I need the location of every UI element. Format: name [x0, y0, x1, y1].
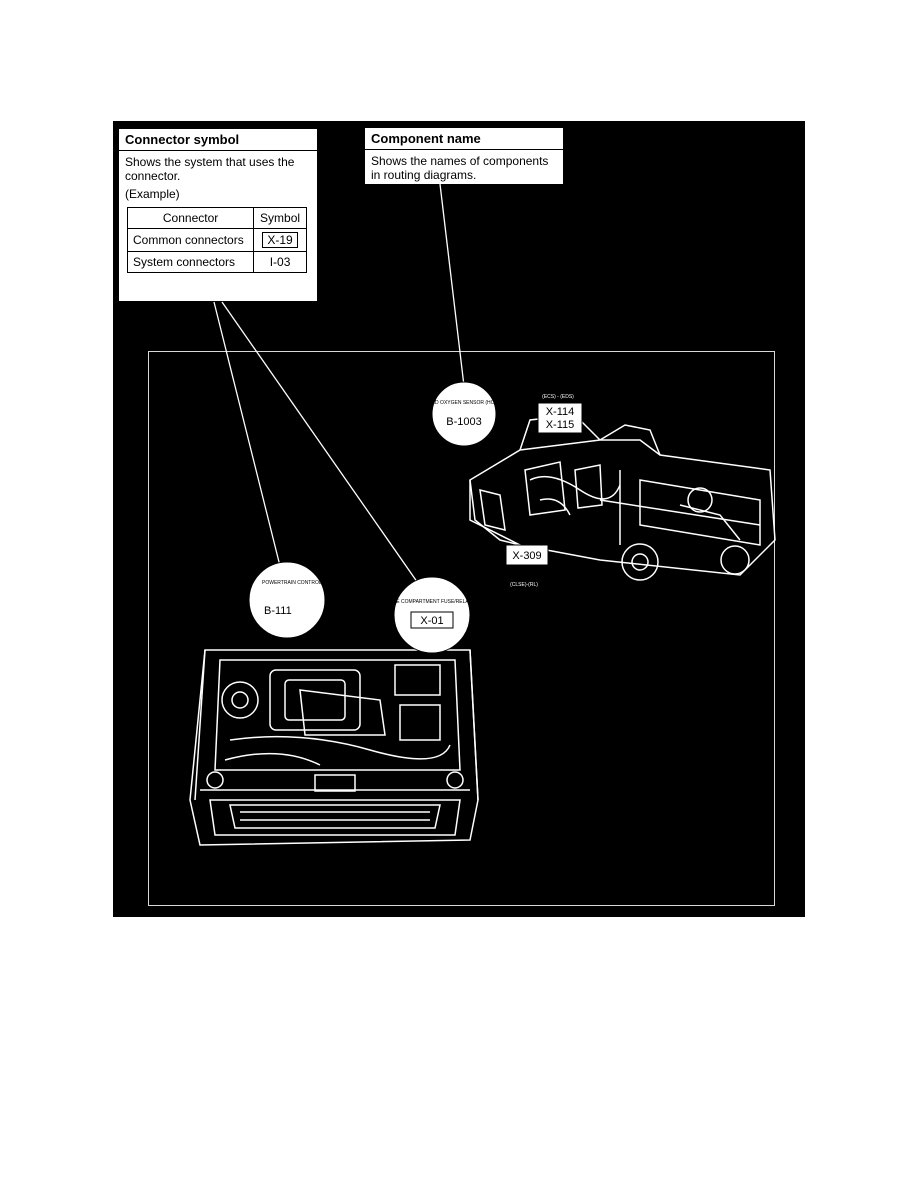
hego-name: HEATED OXYGEN SENSOR (HO2S) #2 [419, 400, 510, 406]
component-name-title: Component name [365, 128, 563, 150]
cab-connector-2: X-115 [546, 419, 575, 431]
pickup-truck-drawing [469, 414, 776, 581]
cab-connectors-box: X-114 X-115 [537, 402, 583, 434]
table-row: Common connectors X-19 [126, 228, 307, 252]
table-row: System connectors I-03 [126, 251, 307, 273]
connector-symbol-title: Connector symbol [119, 129, 317, 151]
pcm-bubble: POWERTRAIN CONTROL MODULE (PCM) B-111 [248, 561, 360, 639]
leader-lines [213, 183, 465, 587]
floor-connector-box: X-309 [505, 544, 549, 566]
pcm-code: B-111 [264, 605, 292, 617]
cab-note: (ECS) - (EDS) [542, 394, 574, 400]
cab-connector-1: X-114 [546, 406, 575, 418]
component-name-callout: Component name Shows the names of compon… [364, 127, 564, 185]
hego-bubble: HEATED OXYGEN SENSOR (HO2S) #2 B-1003 [419, 381, 510, 447]
fuse-box-code: X-01 [420, 615, 443, 627]
table-cell-symbol: X-19 [262, 232, 298, 248]
component-name-description: Shows the names of components in routing… [371, 154, 549, 182]
floor-connector: X-309 [512, 550, 541, 562]
illustration-frame [148, 351, 775, 906]
table-cell-symbol: I-03 [253, 251, 307, 273]
fuse-box-bubble: ENGINE COMPARTMENT FUSE/RELAY BOX X-01 [380, 576, 484, 654]
connector-symbol-callout: Connector symbol Shows the system that u… [118, 128, 318, 302]
floor-note: (CLSE)-(RL) [510, 582, 538, 588]
table-cell-connector: System connectors [126, 251, 255, 273]
hego-code: B-1003 [446, 416, 481, 428]
table-cell-connector: Common connectors [126, 228, 255, 252]
connector-symbol-description: Shows the system that uses the connector… [119, 151, 317, 205]
engine-compartment-drawing [189, 649, 479, 846]
fuse-box-name: ENGINE COMPARTMENT FUSE/RELAY BOX [380, 599, 484, 605]
example-label: (Example) [125, 187, 180, 201]
connector-symbol-table: Connector Symbol Common connectors X-19 … [126, 207, 307, 273]
pcm-name: POWERTRAIN CONTROL MODULE (PCM) [262, 580, 360, 586]
